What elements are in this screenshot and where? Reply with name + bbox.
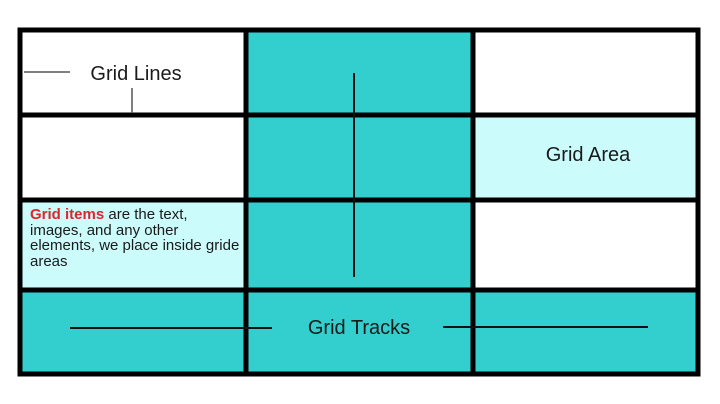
grid-area-label: Grid Area (546, 144, 631, 166)
cell-grid-items (20, 200, 246, 290)
grid-items-description: Grid items are the text, images, and any… (30, 207, 242, 269)
cell-r1-c3 (473, 28, 698, 115)
row-track-bottom (20, 290, 698, 375)
grid-lines-label: Grid Lines (90, 63, 181, 85)
cell-r2-c1 (20, 115, 246, 200)
cell-r3-c3 (473, 200, 698, 290)
column-track-middle (246, 28, 473, 290)
cell-grid-area (473, 115, 698, 200)
grid-items-text: are the text, images, and any other elem… (30, 206, 240, 270)
grid-lines (17, 27, 701, 377)
grid-items-highlight: Grid items (30, 206, 105, 223)
grid-tracks-label: Grid Tracks (308, 317, 410, 339)
